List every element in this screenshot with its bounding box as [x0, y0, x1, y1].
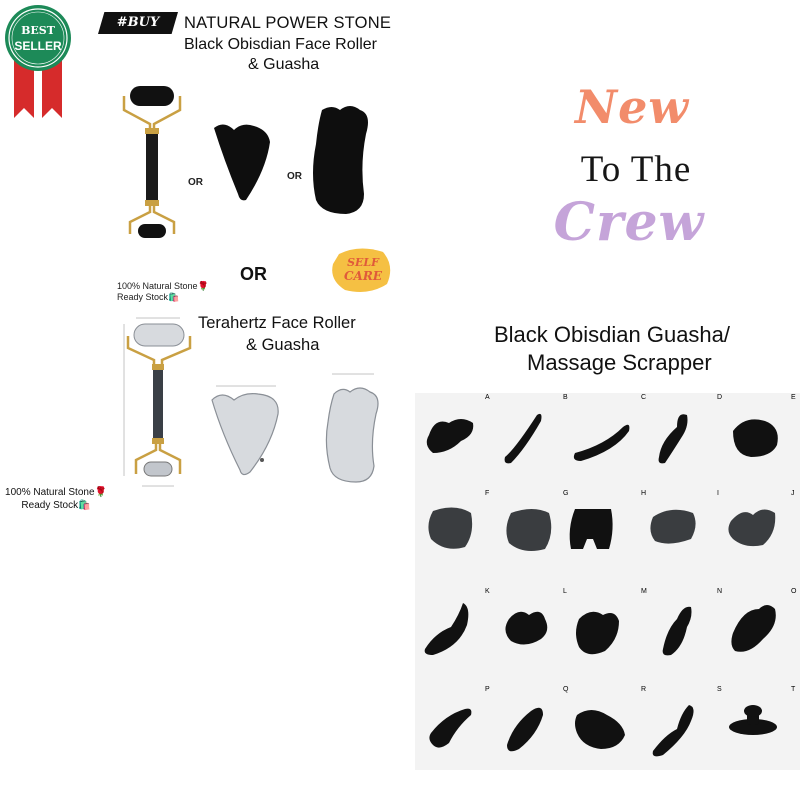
label-c: C [641, 394, 646, 401]
seal-icon [5, 5, 71, 71]
note1-line2: Ready Stock🛍️ [117, 292, 180, 302]
catalog-title-line2: Massage Scrapper [527, 350, 712, 375]
badge-bottom-text: SELLER [14, 39, 62, 53]
product1-title: NATURAL POWER STONE [184, 14, 392, 32]
guasha-d [658, 414, 688, 464]
label-i: I [717, 490, 719, 497]
label-h: H [641, 490, 646, 497]
label-s: S [717, 686, 722, 693]
obsidian-roller-image [122, 86, 182, 238]
guasha-j [728, 509, 776, 547]
label-d: D [717, 394, 722, 401]
guasha-q [507, 707, 543, 752]
guasha-p [429, 708, 472, 748]
terahertz-roller-image [123, 317, 192, 487]
headline-crew: Crew [553, 192, 705, 253]
guasha-b [504, 413, 542, 464]
guasha-e [733, 419, 778, 457]
guasha-a [426, 419, 474, 453]
guasha-c [573, 424, 630, 461]
headline-to-the: To The [580, 149, 692, 190]
label-p: P [485, 686, 490, 693]
guasha-r [575, 710, 625, 749]
note2-line2: Ready Stock🛍️ [21, 500, 91, 511]
heart-guasha-image [214, 124, 270, 201]
guasha-h [569, 509, 613, 549]
label-o: O [791, 588, 797, 595]
self-care-sticker: SELF CARE [332, 248, 391, 292]
guasha-f [428, 507, 473, 549]
guasha-l [505, 611, 548, 645]
terahertz-heart-guasha-image [211, 385, 279, 476]
product2-title-line2: & Guasha [246, 336, 320, 354]
note2-line1: 100% Natural Stone🌹 [5, 487, 107, 498]
or-label-1: OR [188, 177, 203, 188]
guasha-g [506, 509, 552, 551]
note2: 100% Natural Stone🌹 Ready Stock🛍️ [0, 486, 112, 512]
label-a: A [485, 394, 490, 401]
best-seller-badge: BEST SELLER [5, 5, 71, 118]
guasha-s [652, 705, 694, 757]
label-q: Q [563, 686, 569, 693]
label-f: F [485, 490, 489, 497]
headline-new: New [575, 80, 689, 134]
or-label-2: OR [287, 171, 302, 182]
guasha-n [662, 606, 692, 656]
sticker-line2: CARE [344, 269, 383, 283]
guasha-k [424, 603, 469, 655]
terahertz-wing-guasha-image [325, 373, 379, 483]
catalog-title-line1: Black Obisdian Guasha/ [494, 322, 731, 347]
label-r: R [641, 686, 646, 693]
label-b: B [563, 394, 568, 401]
wing-guasha-image [313, 106, 368, 214]
label-t: T [791, 686, 796, 693]
product1-subtitle-line1: Black Obisdian Face Roller [184, 36, 377, 53]
product1-subtitle-line2: & Guasha [248, 56, 320, 73]
note1-line1: 100% Natural Stone🌹 [117, 281, 209, 291]
label-l: L [563, 588, 567, 595]
label-e: E [791, 394, 796, 401]
guasha-catalog: A B C D E F G H I J K L M N O P Q R [415, 393, 800, 770]
guasha-t [729, 705, 777, 735]
guasha-m [576, 611, 619, 655]
label-k: K [485, 588, 490, 595]
or-divider: OR [240, 264, 267, 284]
product2-title-line1: Terahertz Face Roller [198, 314, 356, 332]
label-m: M [641, 588, 647, 595]
buy-now-tag: #BUY NOW [98, 12, 178, 34]
guasha-o [731, 605, 776, 652]
label-n: N [717, 588, 722, 595]
label-j: J [791, 490, 795, 497]
guasha-catalog-graphic: A B C D E F G H I J K L M N O P Q R [424, 394, 797, 757]
guasha-i [650, 509, 696, 544]
badge-top-text: BEST [21, 24, 56, 37]
sticker-line1: SELF [347, 256, 380, 269]
label-g: G [563, 490, 568, 497]
